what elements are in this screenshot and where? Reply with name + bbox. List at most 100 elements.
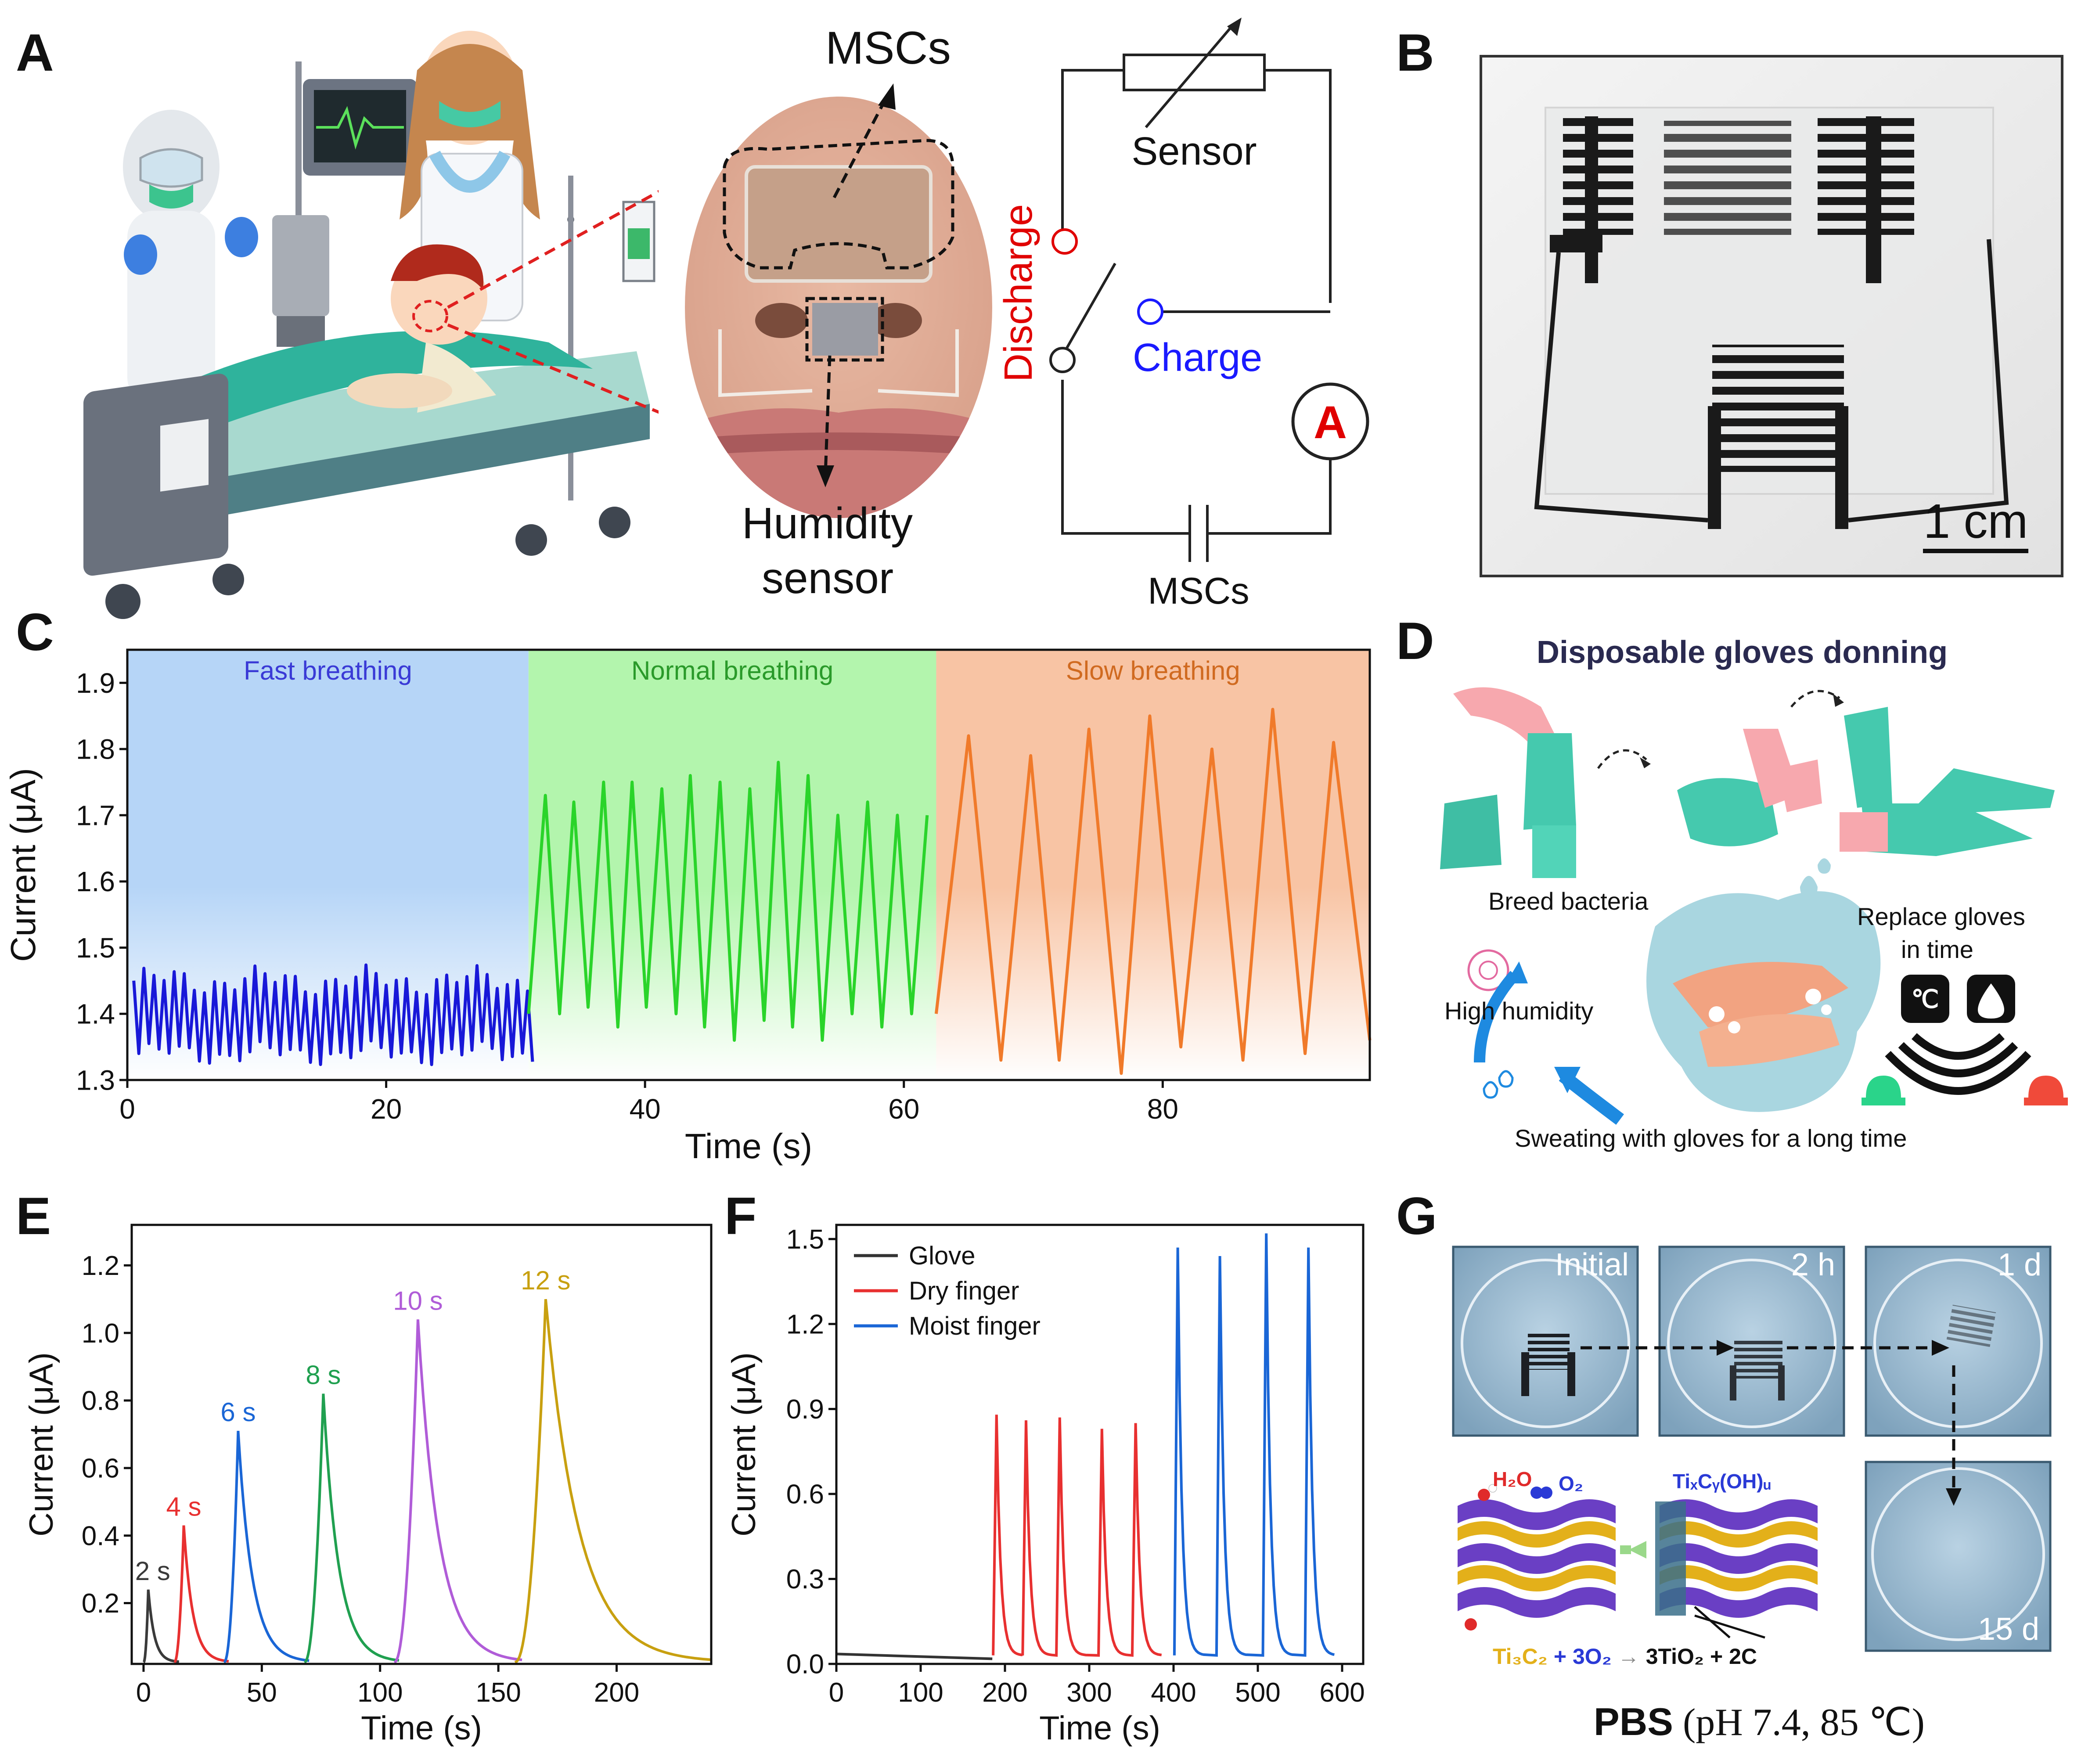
celsius-icon: ℃ <box>1912 985 1939 1013</box>
breed-bacteria-label: Breed bacteria <box>1488 887 1649 915</box>
panel-label-d: D <box>1396 612 1434 670</box>
y-tick-label: 0.6 <box>786 1480 824 1510</box>
discharge-terminal <box>1051 228 1078 255</box>
pbs-bold: PBS <box>1594 1700 1673 1743</box>
y-tick-label: 0.8 <box>82 1386 119 1416</box>
series-line <box>223 1431 310 1663</box>
red-alarm-icon <box>2024 1076 2068 1105</box>
series-line <box>173 1525 229 1663</box>
region-label: Fast breathing <box>244 656 412 685</box>
legend-label: Glove <box>909 1242 976 1270</box>
x-axis-label: Time (s) <box>361 1710 482 1747</box>
oxidized-layers <box>1655 1499 1818 1639</box>
region-label: Normal breathing <box>631 656 833 685</box>
product-label: TiₓCᵧ(OH)ᵤ <box>1673 1470 1771 1493</box>
series-line <box>992 1415 1162 1657</box>
discharge-label: Discharge <box>997 204 1041 382</box>
x-tick-label: 50 <box>247 1678 277 1708</box>
series-line <box>142 1589 179 1663</box>
bacteria-icon <box>1467 949 1509 991</box>
glove-step-3 <box>1840 707 2055 856</box>
ammeter-label: A <box>1314 397 1347 448</box>
o2-label: O₂ <box>1559 1472 1583 1495</box>
region-bg <box>936 650 1370 1080</box>
peak-label: 2 s <box>135 1556 170 1586</box>
series-line <box>527 760 929 1042</box>
series-line <box>304 1393 400 1663</box>
peak-label: 4 s <box>166 1492 202 1522</box>
x-tick-label: 20 <box>371 1093 402 1125</box>
label-initial: Initial <box>1555 1247 1629 1282</box>
sweating-label: Sweating with gloves for a long time <box>1515 1124 1907 1152</box>
panel-label-e: E <box>16 1187 51 1246</box>
peak-label: 12 s <box>521 1266 570 1295</box>
y-tick-label: 1.3 <box>76 1064 115 1096</box>
humidity-sensor-label-2: sensor <box>762 554 894 603</box>
switch-pivot <box>1049 347 1076 373</box>
y-tick-label: 1.0 <box>82 1318 119 1349</box>
y-tick-label: 0.0 <box>786 1649 824 1680</box>
region-label: Slow breathing <box>1066 656 1240 685</box>
panel-b-photo: 1 cm <box>1480 55 2063 577</box>
panel-d-illustration: ℃ <box>1440 687 2068 1125</box>
x-tick-label: 60 <box>888 1093 919 1125</box>
humidity-sensor-label-1: Humidity <box>742 499 913 548</box>
panel-g-photos: Initial 2 h 1 d 15 d H₂O O₂ <box>1452 1246 2052 1669</box>
x-tick-label: 200 <box>594 1678 639 1708</box>
charge-terminal <box>1137 299 1163 325</box>
peak-label: 6 s <box>220 1397 256 1427</box>
glove-step-1 <box>1440 687 1576 878</box>
y-tick-label: 1.5 <box>786 1224 824 1255</box>
lips-photo <box>685 97 992 518</box>
legend-label: Dry finger <box>909 1277 1019 1305</box>
y-tick-label: 1.9 <box>76 667 115 699</box>
sensor-label: Sensor <box>1131 130 1257 173</box>
ammeter-icon <box>1291 382 1369 461</box>
label-1d: 1 d <box>1998 1247 2042 1282</box>
y-tick-label: 0.2 <box>82 1588 119 1619</box>
x-tick-label: 600 <box>1319 1678 1365 1708</box>
y-tick-label: 1.8 <box>76 734 115 765</box>
y-tick-label: 1.2 <box>786 1310 824 1340</box>
glove-step-2 <box>1677 729 1822 846</box>
x-tick-label: 80 <box>1147 1093 1178 1125</box>
x-tick-label: 100 <box>898 1678 943 1708</box>
y-tick-label: 0.6 <box>82 1454 119 1484</box>
scale-bar-label: 1 cm <box>1923 494 2028 548</box>
y-axis-label: Current (μA) <box>725 1352 763 1537</box>
mxene-layers <box>1458 1484 1616 1631</box>
iv-box <box>272 215 329 316</box>
chart-c: Fast breathing Normal breathing Slow breat… <box>4 648 1372 1166</box>
y-tick-label: 0.9 <box>786 1394 824 1425</box>
plot-frame <box>126 648 1371 1081</box>
x-tick-label: 500 <box>1235 1678 1280 1708</box>
y-tick-label: 1.4 <box>76 998 115 1030</box>
y-tick-label: 0.3 <box>786 1564 824 1595</box>
h2o-label: H₂O <box>1493 1468 1532 1490</box>
sensor-icon: ℃ <box>1885 975 2031 1095</box>
x-tick-label: 0 <box>829 1678 844 1708</box>
x-tick-label: 40 <box>630 1093 661 1125</box>
series-line <box>1173 1233 1335 1657</box>
panel-a-arrows <box>817 83 896 487</box>
pbs-conditions: (pH 7.4, 85 ℃) <box>1673 1701 1925 1744</box>
panel-label-f: F <box>724 1187 757 1246</box>
panel-label-a: A <box>16 23 54 82</box>
circuit-diagram: A Sensor Discharge Charge MSCs <box>997 18 1369 612</box>
electrode-bottom <box>1708 345 1848 529</box>
replace-gloves-label-2: in time <box>1901 936 1973 963</box>
pbs-caption: PBS (pH 7.4, 85 ℃) <box>1594 1699 1925 1745</box>
x-axis-label: Time (s) <box>685 1127 812 1166</box>
panel-d-title: Disposable gloves donning <box>1537 635 1948 670</box>
legend-label: Moist finger <box>909 1312 1041 1340</box>
electrode-top-middle <box>1664 121 1791 235</box>
peak-label: 10 s <box>393 1286 443 1315</box>
series-line <box>836 1652 993 1660</box>
charge-label: Charge <box>1133 336 1262 380</box>
panel-a-illustration <box>83 31 659 619</box>
y-tick-label: 1.2 <box>82 1251 119 1281</box>
x-tick-label: 150 <box>475 1678 521 1708</box>
x-axis-label: Time (s) <box>1039 1710 1160 1747</box>
